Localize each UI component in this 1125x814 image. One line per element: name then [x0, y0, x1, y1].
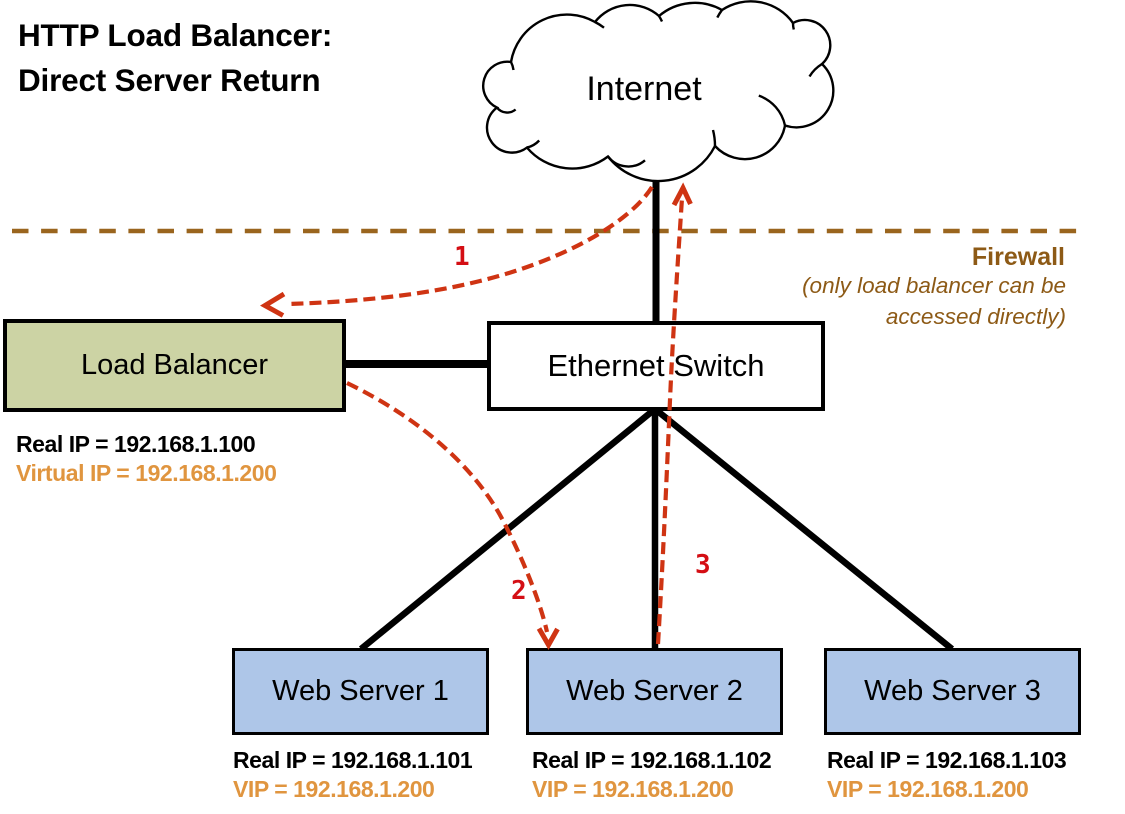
- web-server-3-real-ip: Real IP = 192.168.1.103: [827, 747, 1067, 773]
- connector-switch-to-ws3: [652, 406, 955, 652]
- flow-arrow-3-curve: [655, 197, 685, 645]
- page-title: HTTP Load Balancer: Direct Server Return: [18, 13, 332, 103]
- web-server-2-vip: VIP = 192.168.1.200: [532, 776, 734, 802]
- page-title-line1: HTTP Load Balancer:: [18, 17, 333, 53]
- page-title-line2: Direct Server Return: [18, 62, 321, 98]
- web-server-2-label: Web Server 2: [566, 675, 743, 707]
- flow-step-1-label: 1: [454, 242, 470, 272]
- flow-arrow-3-head: [671, 182, 693, 207]
- flow-arrow-2-head: [536, 627, 560, 651]
- internet-cloud-inner-arcs: [496, 9, 823, 168]
- web-server-1-node: Web Server 1: [232, 648, 489, 735]
- flow-step-2-label: 2: [511, 576, 527, 606]
- flow-arrow-1-curve: [287, 185, 654, 307]
- flow-step-3-label: 3: [695, 550, 711, 580]
- ethernet-switch-label: Ethernet Switch: [547, 348, 765, 383]
- web-server-3-ip-labels: Real IP = 192.168.1.103 VIP = 192.168.1.…: [827, 746, 1067, 804]
- firewall-label: Firewall: [971, 243, 1065, 271]
- load-balancer-node: Load Balancer: [3, 319, 346, 412]
- web-server-3-vip: VIP = 192.168.1.200: [827, 776, 1029, 802]
- firewall-note: (only load balancer can be accessed dire…: [716, 270, 1066, 332]
- web-server-3-label: Web Server 3: [864, 675, 1041, 707]
- load-balancer-ip-labels: Real IP = 192.168.1.100 Virtual IP = 192…: [16, 430, 277, 488]
- load-balancer-virtual-ip: Virtual IP = 192.168.1.200: [16, 460, 277, 486]
- firewall-note-line2: accessed directly): [885, 304, 1066, 329]
- load-balancer-label: Load Balancer: [80, 349, 269, 381]
- web-server-3-node: Web Server 3: [824, 648, 1081, 735]
- web-server-2-node: Web Server 2: [526, 648, 783, 735]
- load-balancer-real-ip: Real IP = 192.168.1.100: [16, 431, 256, 457]
- internet-cloud-label: Internet: [586, 70, 702, 108]
- web-server-1-label: Web Server 1: [272, 675, 449, 707]
- web-server-2-ip-labels: Real IP = 192.168.1.102 VIP = 192.168.1.…: [532, 746, 772, 804]
- firewall-note-line1: (only load balancer can be: [802, 273, 1066, 298]
- flow-arrow-1-head: [260, 291, 286, 318]
- web-server-2-real-ip: Real IP = 192.168.1.102: [532, 747, 772, 773]
- web-server-1-ip-labels: Real IP = 192.168.1.101 VIP = 192.168.1.…: [233, 746, 473, 804]
- web-server-1-vip: VIP = 192.168.1.200: [233, 776, 435, 802]
- web-server-1-real-ip: Real IP = 192.168.1.101: [233, 747, 473, 773]
- internet-cloud-shape: [482, 0, 835, 183]
- ethernet-switch-node: Ethernet Switch: [487, 321, 825, 411]
- flow-arrow-2-curve: [346, 381, 550, 633]
